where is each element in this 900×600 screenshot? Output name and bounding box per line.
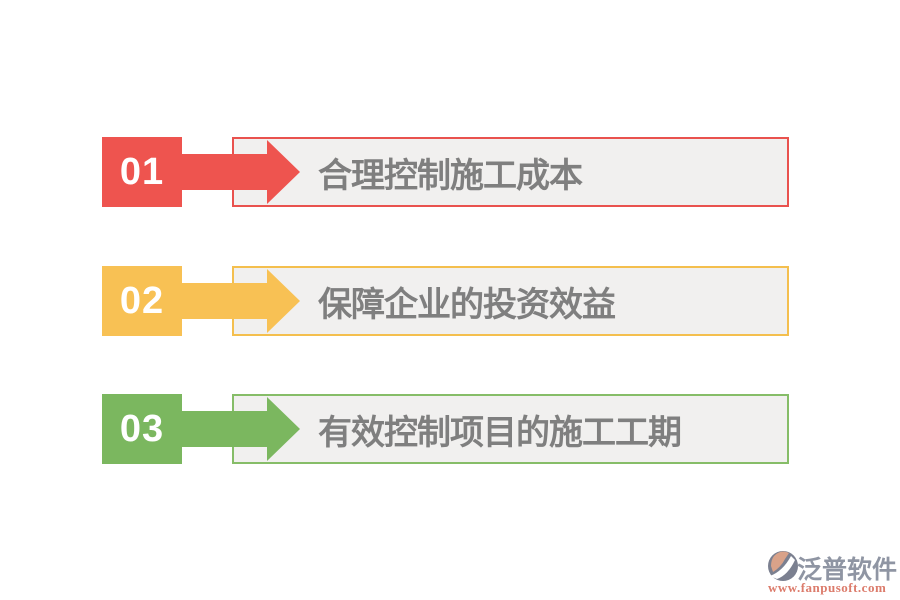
fanpu-logo-icon [768, 551, 798, 581]
step-number-badge-1: 01 [102, 137, 182, 207]
step-number-badge-3: 03 [102, 394, 182, 464]
step-label-box-1: 合理控制施工成本 [232, 137, 789, 207]
step-label: 合理控制施工成本 [318, 156, 583, 195]
step-label-box-3: 有效控制项目的施工工期 [232, 394, 789, 464]
right-arrow-icon [182, 266, 300, 336]
step-label-box-2: 保障企业的投资效益 [232, 266, 789, 336]
right-arrow-icon [182, 394, 300, 464]
list-item: 02 保障企业的投资效益 [0, 266, 900, 336]
fanpu-logo-text: 泛普软件 [797, 556, 898, 584]
right-arrow-icon [182, 137, 300, 207]
step-label: 保障企业的投资效益 [318, 285, 616, 324]
list-item: 03 有效控制项目的施工工期 [0, 394, 900, 464]
list-item: 01 合理控制施工成本 [0, 137, 900, 207]
fanpu-logo-url: www.fanpusoft.com [768, 580, 887, 595]
step-number-badge-2: 02 [102, 266, 182, 336]
fanpusoft-watermark: 泛普软件 www.fanpusoft.com [766, 549, 898, 595]
step-label: 有效控制项目的施工工期 [318, 413, 682, 452]
